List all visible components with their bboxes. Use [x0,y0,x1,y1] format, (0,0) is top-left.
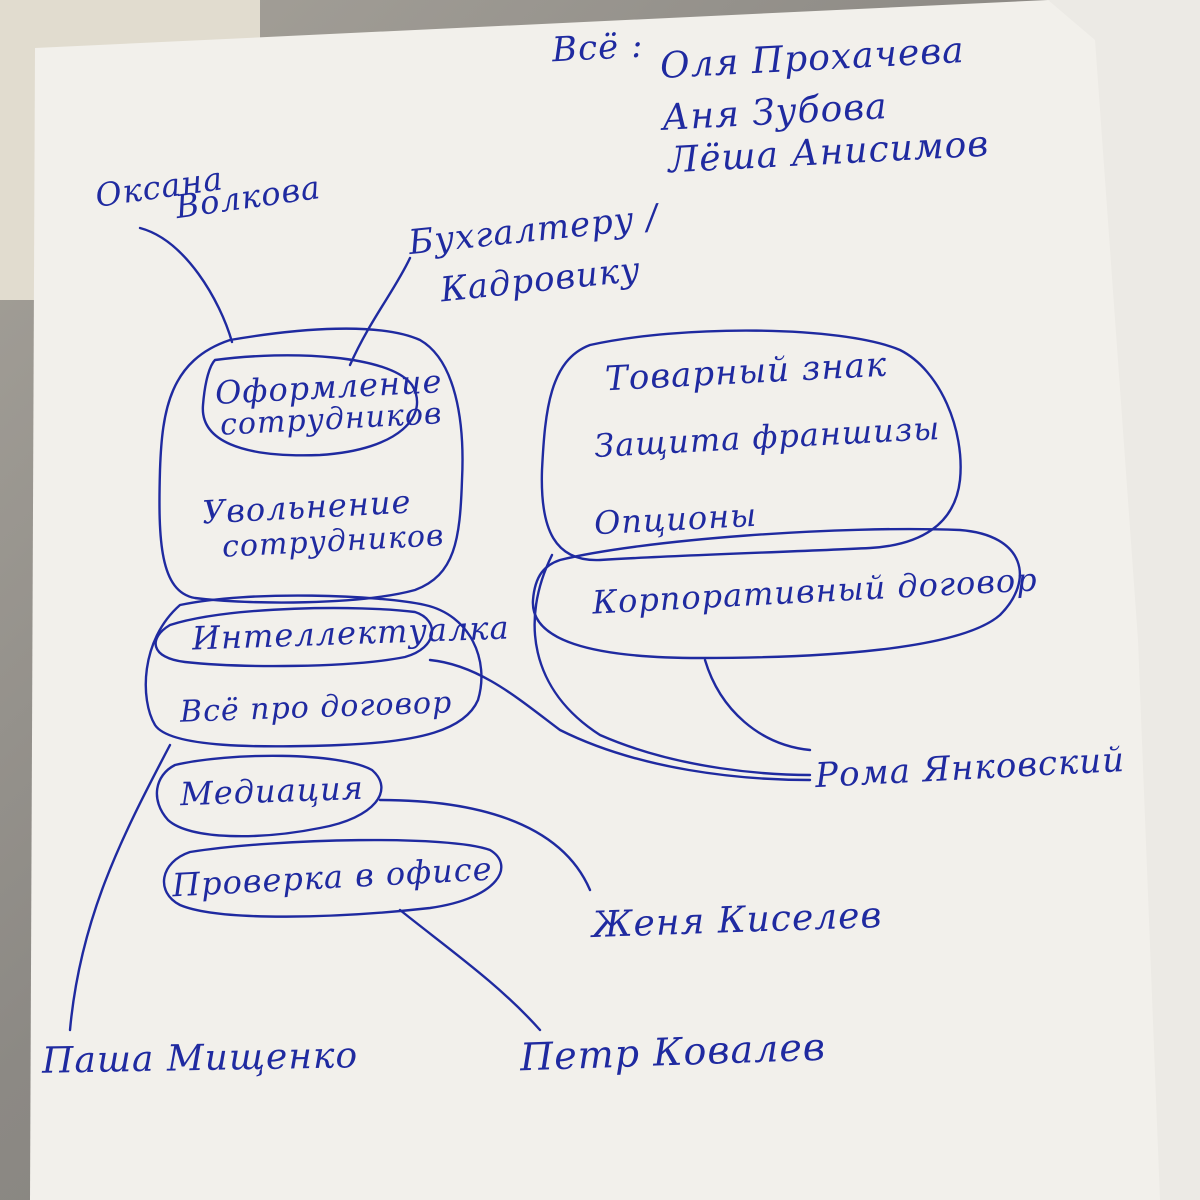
connector-brand-roma [533,553,812,777]
ip-group-outline [144,594,483,748]
hr-group-outline [158,327,464,604]
person-pasha: Паша Мищенко [41,1035,359,1082]
hr-item1-oval [201,354,419,457]
ip-item1-oval [154,606,433,668]
connector-korp-roma [703,658,812,752]
paper-shade [1048,0,1200,1200]
paper-shape [30,0,1200,1200]
connector-ip-roma [428,658,812,782]
brand-item4-oval [531,527,1022,660]
connector-buhgalteru [348,256,412,367]
brand-group-outline [540,329,962,562]
connector-oksana [138,226,234,344]
misc-item2-oval [162,838,503,918]
connector-mediacia-zhenya [378,798,592,892]
header-prefix: Всё : [551,25,645,71]
connector-ip-pasha [68,743,172,1032]
misc-item1: Медиация [179,768,365,814]
misc-item1-oval [155,754,383,838]
connector-proverka-petr [398,908,542,1032]
